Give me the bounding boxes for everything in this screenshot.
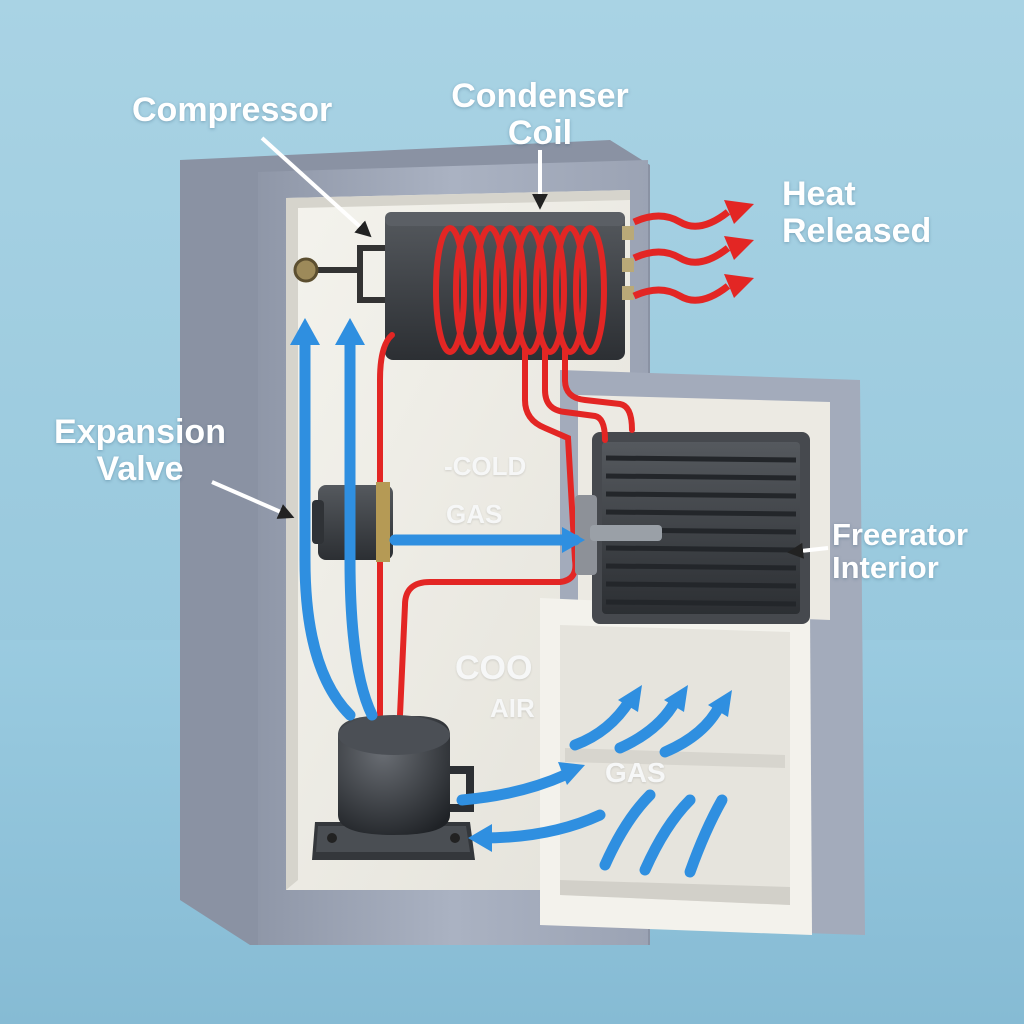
expansion-valve-label: Expansion Valve	[40, 414, 240, 487]
condenser-coil-icon	[293, 212, 634, 360]
cold-label: -COLD	[444, 451, 527, 481]
coo-label: COO	[455, 649, 533, 687]
compressor-label: Compressor	[132, 91, 333, 129]
freezer-label-line1: Freerator	[832, 517, 969, 552]
heat-label-line1: Heat	[782, 175, 856, 213]
air-label: AIR	[490, 693, 535, 723]
valve-connector	[575, 495, 662, 575]
expansion-label-line2: Valve	[96, 449, 184, 488]
condenser-label-line2: Coil	[507, 113, 573, 152]
freezer-interior-label: Freerator Interior	[832, 518, 968, 585]
refrigerant-lines	[377, 332, 635, 718]
air-flow-arrow-icon	[299, 329, 728, 878]
gas-lower-label: GAS	[605, 757, 666, 788]
gas-upper-label: GAS	[446, 499, 503, 529]
leader-lines	[211, 136, 829, 559]
heat-arrow-icon	[632, 200, 754, 304]
heat-released-label: Heat Released	[782, 176, 931, 249]
condenser-coil-label: Condenser Coil	[440, 78, 640, 151]
freezer-label-line2: Interior	[832, 550, 939, 586]
expansion-label-line1: Expansion	[54, 413, 226, 451]
compressor-icon	[312, 715, 475, 860]
air-flow-arrowheads	[290, 318, 732, 852]
condenser-label-line1: Condenser	[451, 77, 629, 115]
evaporator-fins-icon	[592, 432, 810, 624]
heat-label-line2: Released	[782, 211, 932, 250]
